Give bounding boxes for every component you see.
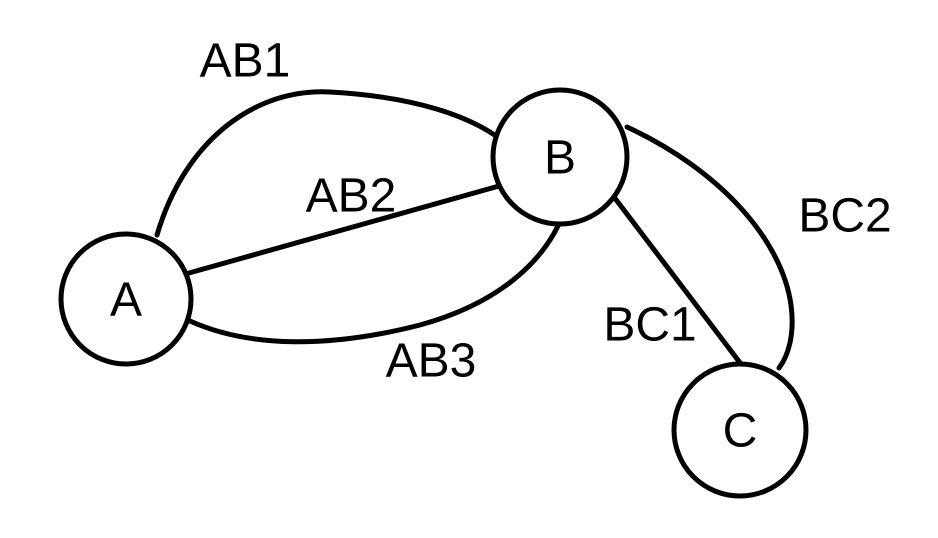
edges-group	[154, 89, 795, 371]
nodes-group: A B C	[58, 87, 809, 499]
edge-label-AB2: AB2	[306, 170, 397, 223]
node-C-circle[interactable]	[671, 361, 809, 499]
node-B-label: B	[544, 132, 576, 185]
node-B-circle[interactable]	[490, 87, 630, 227]
edge-BC1[interactable]	[611, 194, 747, 371]
node-A-circle[interactable]	[58, 231, 194, 367]
node-A-label: A	[110, 274, 142, 327]
node-B[interactable]: B	[490, 87, 630, 227]
node-A[interactable]: A	[58, 231, 194, 367]
edge-label-BC2: BC2	[798, 190, 891, 243]
node-C[interactable]: C	[671, 361, 809, 499]
node-C-label: C	[723, 405, 758, 458]
edge-labels-group: AB1 AB2 AB3 BC1 BC2	[200, 35, 892, 388]
edge-AB1[interactable]	[154, 89, 499, 238]
edge-label-AB1: AB1	[200, 35, 291, 88]
edge-label-AB3: AB3	[386, 335, 477, 388]
edge-AB3[interactable]	[187, 223, 561, 345]
edge-BC2[interactable]	[624, 124, 795, 371]
edge-label-BC1: BC1	[603, 299, 696, 352]
edge-AB2[interactable]	[186, 183, 502, 276]
